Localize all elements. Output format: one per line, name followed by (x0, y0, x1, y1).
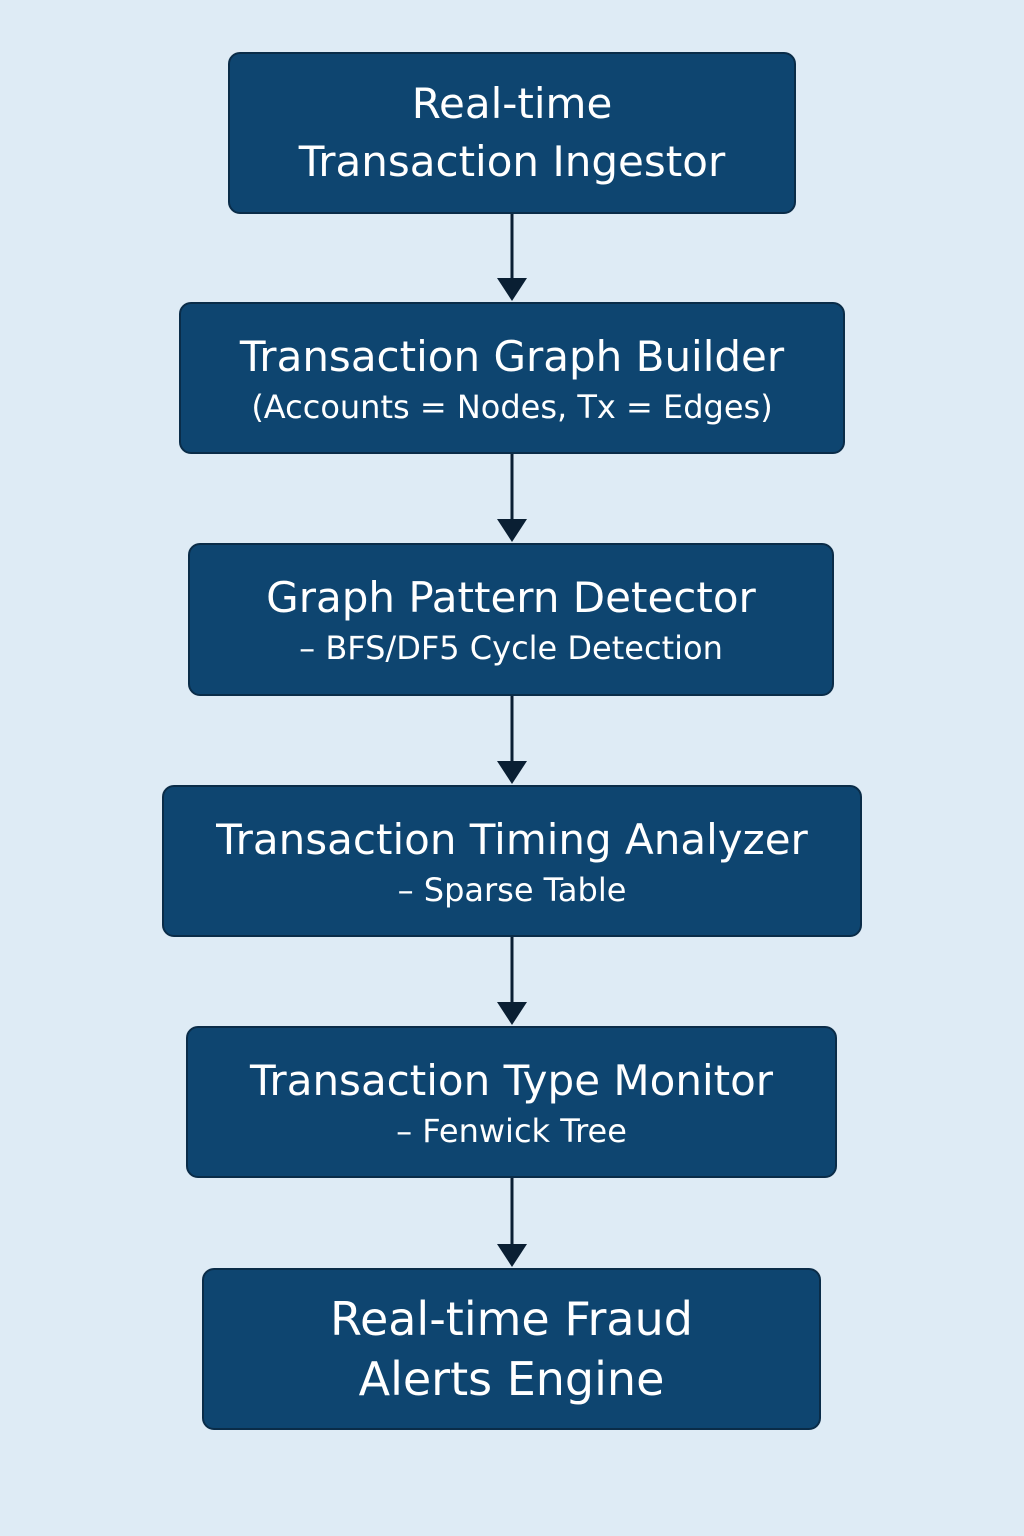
node-title: Transaction Graph Builder (239, 331, 785, 381)
node-transaction-type-monitor: Transaction Type Monitor – Fenwick Tree (186, 1026, 837, 1178)
node-subtitle: (Accounts = Nodes, Tx = Edges) (251, 387, 773, 426)
node-subtitle: – Fenwick Tree (396, 1111, 627, 1150)
node-graph-pattern-detector: Graph Pattern Detector – BFS/DF5 Cycle D… (188, 543, 834, 696)
node-transaction-timing-analyzer: Transaction Timing Analyzer – Sparse Tab… (162, 785, 862, 937)
node-fraud-alerts-engine: Real-time Fraud Alerts Engine (202, 1268, 821, 1430)
node-title: Graph Pattern Detector (266, 573, 756, 623)
arrow-pattern-detector-to-timing-analyzer (497, 696, 527, 784)
arrow-type-monitor-to-alerts-engine (497, 1178, 527, 1267)
node-transaction-ingestor: Real-time Transaction Ingestor (228, 52, 796, 214)
node-title-line: Real-time (411, 79, 613, 128)
node-title: Transaction Timing Analyzer (216, 814, 808, 864)
node-subtitle: – BFS/DF5 Cycle Detection (299, 629, 723, 668)
arrow-graph-builder-to-pattern-detector (497, 454, 527, 542)
node-title-line: Real-time Fraud (330, 1292, 693, 1346)
arrow-ingestor-to-graph-builder (497, 214, 527, 301)
node-subtitle: – Sparse Table (397, 870, 627, 909)
node-title-line: Transaction Ingestor (298, 137, 726, 186)
node-title: Transaction Type Monitor (249, 1055, 774, 1105)
node-title-line: Alerts Engine (358, 1352, 665, 1406)
node-transaction-graph-builder: Transaction Graph Builder (Accounts = No… (179, 302, 845, 454)
arrow-timing-analyzer-to-type-monitor (497, 937, 527, 1025)
